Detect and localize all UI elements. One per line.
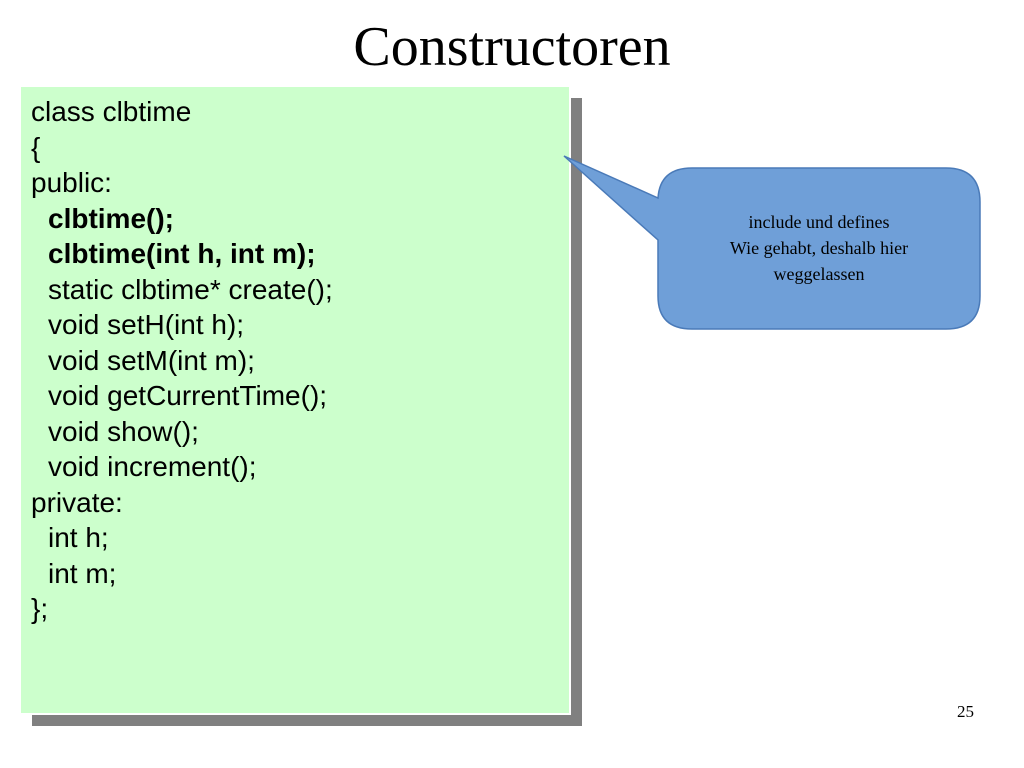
code-line: private: [31,486,123,518]
code-line: public: [31,167,112,198]
code-line: clbtime(int h, int m); [48,238,316,269]
code-box: class clbtime { public: clbtime(); clbti… [21,87,571,715]
code-line: void setM(int m); [48,344,255,376]
callout-line: Wie gehabt, deshalb hier [729,238,909,258]
code-line: clbtime(); [48,202,174,234]
callout-line: include und defines [748,212,890,232]
code-line: static clbtime* create(); [48,273,333,305]
callout-shape [563,155,981,330]
code-line: void show(); [48,415,199,447]
slide-title: Constructoren [353,16,671,78]
code-line: }; [31,593,49,624]
code-line: void increment(); [48,451,257,482]
code-line: { [31,131,41,163]
code-line: void getCurrentTime(); [48,380,328,411]
callout-text: include und defines Wie gehabt, deshalb … [660,209,978,287]
code-line: void setH(int h); [48,309,245,340]
callout-line: weggelassen [773,264,865,284]
code-line: int h; [48,522,109,553]
code-line: int m; [48,557,117,589]
page-number: 25 [957,702,974,721]
code-line: class clbtime [31,96,192,127]
